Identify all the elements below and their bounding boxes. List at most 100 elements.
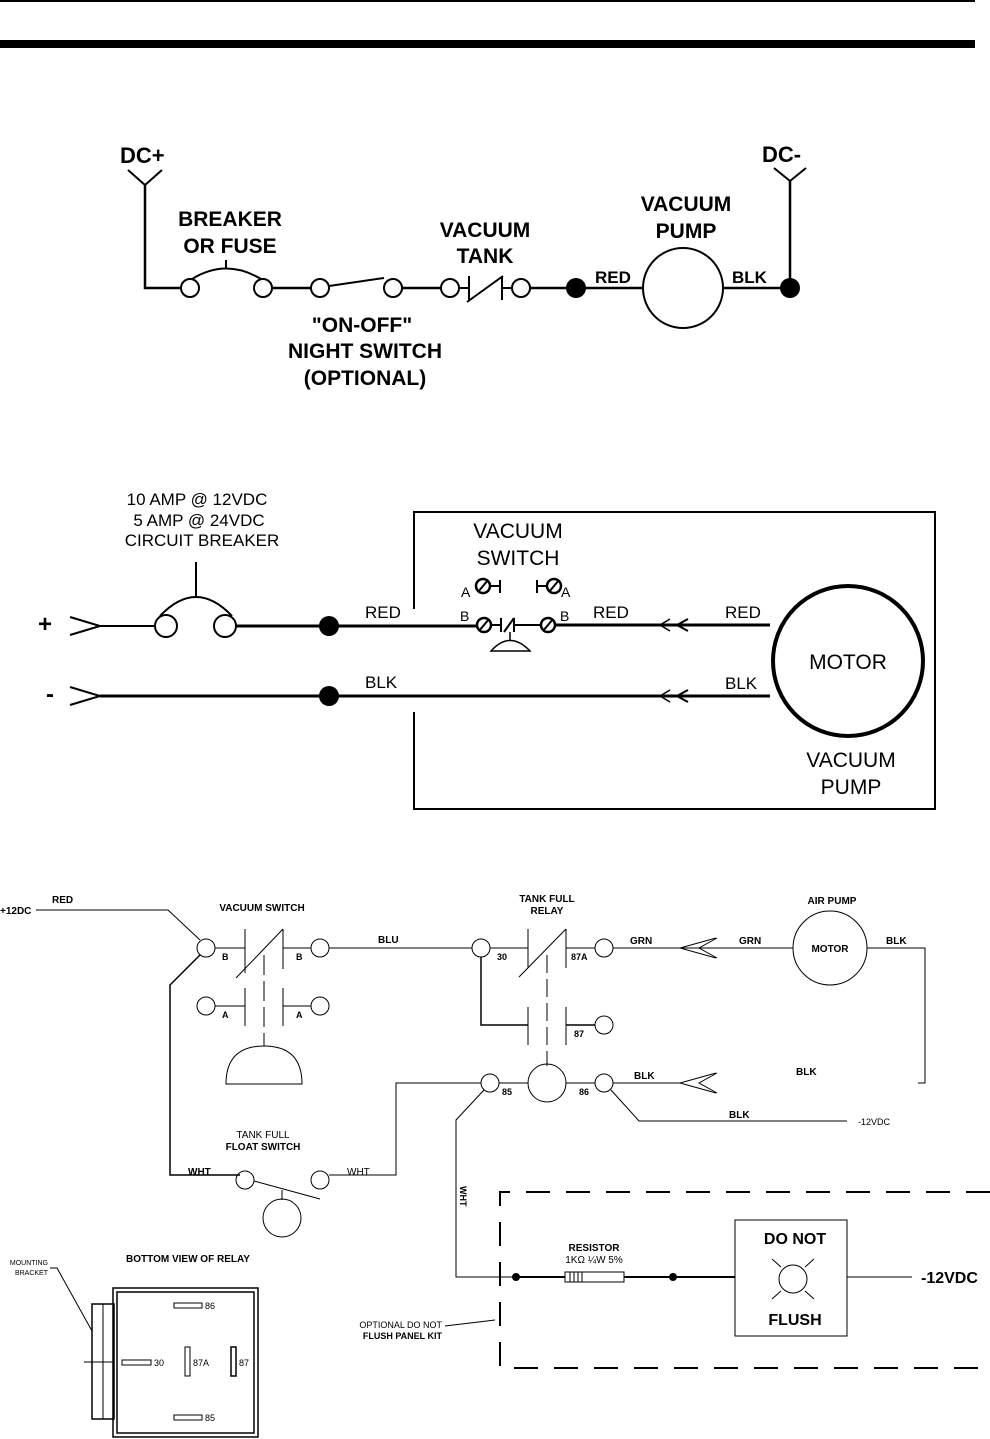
- connector-icon: [674, 689, 689, 703]
- wire-label: BLK: [796, 1067, 817, 1078]
- connector-minus-icon: [69, 686, 104, 706]
- breaker-label: OR FUSE: [183, 235, 276, 258]
- relay-bottom-view: BOTTOM VIEW OF RELAY MOUNTING BRACKET 86…: [10, 1254, 259, 1438]
- connector-icon: [658, 618, 671, 632]
- svg-text:87A: 87A: [571, 952, 588, 962]
- wire-label: BLK: [886, 936, 907, 947]
- junction-dot: [512, 1273, 520, 1281]
- motor-label: MOTOR: [811, 944, 849, 955]
- tank-full-relay-icon: 30 87A 87 85 86: [471, 928, 614, 1103]
- pin-label: 86: [205, 1301, 215, 1311]
- wire: [867, 947, 926, 1084]
- connector-icon: [697, 937, 718, 959]
- wire: [455, 1089, 516, 1278]
- night-switch-label: (OPTIONAL): [304, 367, 426, 390]
- wire: [36, 909, 201, 941]
- junction-dot: [319, 686, 339, 706]
- night-switch-icon: [310, 277, 403, 298]
- wire-label: RED: [593, 603, 629, 622]
- relay-label: TANK FULL: [519, 894, 574, 905]
- vacuum-pump-label: VACUUM: [641, 193, 732, 216]
- svg-text:86: 86: [579, 1087, 589, 1097]
- panel-kit-label: OPTIONAL DO NOT: [359, 1320, 442, 1330]
- vacuum-tank-label: VACUUM: [440, 219, 531, 242]
- diagram-basic-vacuum-pump-circuit: DC+ BREAKER OR FUSE "ON-OFF" NIGHT SWITC…: [120, 142, 807, 390]
- supply-negative-label: -12VDC: [858, 1117, 891, 1127]
- dc-minus-label: DC-: [762, 142, 801, 167]
- connector-plus-icon: [69, 616, 104, 636]
- wire-label: BLK: [725, 674, 758, 693]
- wire-label: BLU: [378, 935, 399, 946]
- night-switch-label: NIGHT SWITCH: [288, 340, 442, 363]
- vacuum-tank-switch-icon: [440, 275, 531, 303]
- svg-text:B: B: [222, 952, 229, 962]
- wire-label: BLK: [729, 1110, 750, 1121]
- vacuum-pump-label: PUMP: [656, 220, 717, 243]
- air-pump-label: AIR PUMP: [808, 896, 857, 907]
- pin-86: [173, 1302, 203, 1309]
- breaker-rating-label: CIRCUIT BREAKER: [125, 531, 280, 550]
- relay-bottom-view-title: BOTTOM VIEW OF RELAY: [126, 1254, 250, 1265]
- connector-dc-minus-icon: [773, 167, 807, 183]
- supply-positive-label: +12DC: [0, 906, 31, 917]
- float-switch-label: TANK FULL: [236, 1130, 290, 1141]
- breaker-rating-label: 5 AMP @ 24VDC: [133, 511, 264, 530]
- header-rule: [0, 40, 975, 48]
- wire-label: WHT: [347, 1167, 370, 1178]
- vacuum-switch-icon: B B A A: [196, 928, 330, 1085]
- dc-plus-label: DC+: [120, 143, 165, 168]
- pin-label: 87: [239, 1358, 249, 1368]
- float-switch-label: FLOAT SWITCH: [226, 1142, 301, 1153]
- wire-label: RED: [595, 268, 631, 287]
- resistor-icon: [564, 1271, 625, 1283]
- wire-label: BLK: [365, 673, 398, 692]
- vacuum-pump-label: VACUUM: [806, 749, 895, 772]
- svg-text:87: 87: [574, 1029, 584, 1039]
- callout-arrow: [444, 1319, 496, 1327]
- wire-label: GRN: [630, 936, 652, 947]
- vacuum-switch-icon: A A B B: [460, 577, 571, 652]
- night-switch-label: "ON-OFF": [312, 314, 412, 337]
- plus-label: +: [38, 611, 52, 638]
- connector-icon: [678, 1072, 717, 1094]
- svg-text:B: B: [460, 608, 469, 624]
- wire: [143, 185, 182, 290]
- pin-85: [173, 1414, 203, 1421]
- minus-label: -: [46, 681, 54, 708]
- indicator-lamp-icon: [771, 1258, 815, 1300]
- float-switch-icon: [235, 1170, 330, 1238]
- wire-label: BLK: [634, 1071, 655, 1082]
- wire-label: RED: [725, 603, 761, 622]
- diagram-circuit-breaker-vacuum-pump: 10 AMP @ 12VDC 5 AMP @ 24VDC CIRCUIT BRE…: [38, 490, 936, 810]
- wire-label: BLK: [732, 268, 768, 287]
- top-rule: [0, 0, 975, 2]
- motor-icon: [771, 584, 925, 738]
- relay-body: [112, 1287, 259, 1438]
- pin-87a: [184, 1346, 191, 1377]
- vacuum-tank-label: TANK: [457, 245, 514, 268]
- svg-text:A: A: [222, 1010, 229, 1020]
- resistor-label: RESISTOR: [569, 1243, 621, 1254]
- bracket-label: BRACKET: [15, 1270, 49, 1277]
- vacuum-pump-enclosure: [413, 511, 936, 810]
- connector-dc-plus-icon: [127, 169, 163, 187]
- wire: [169, 954, 240, 1176]
- wire-label: WHT: [188, 1167, 211, 1178]
- pin-label: 30: [154, 1358, 164, 1368]
- vacuum-switch-label: VACUUM: [473, 520, 562, 543]
- resistor-label: 1KΩ ¼W 5%: [565, 1254, 623, 1266]
- svg-text:85: 85: [502, 1087, 512, 1097]
- supply-negative-label: -12VDC: [921, 1270, 978, 1287]
- breaker-icon: [180, 260, 273, 298]
- svg-text:B: B: [560, 608, 569, 624]
- svg-text:A: A: [296, 1010, 303, 1020]
- circuit-breaker-icon: [154, 562, 237, 638]
- motor-label: MOTOR: [809, 651, 887, 674]
- do-not-flush-panel: [734, 1219, 848, 1337]
- pin-label: 87A: [193, 1358, 209, 1368]
- pin-30: [121, 1359, 152, 1366]
- wire-label: RED: [365, 603, 401, 622]
- panel-kit-label: FLUSH PANEL KIT: [363, 1331, 443, 1341]
- pin-label: 85: [205, 1413, 215, 1423]
- connector-icon: [674, 618, 689, 632]
